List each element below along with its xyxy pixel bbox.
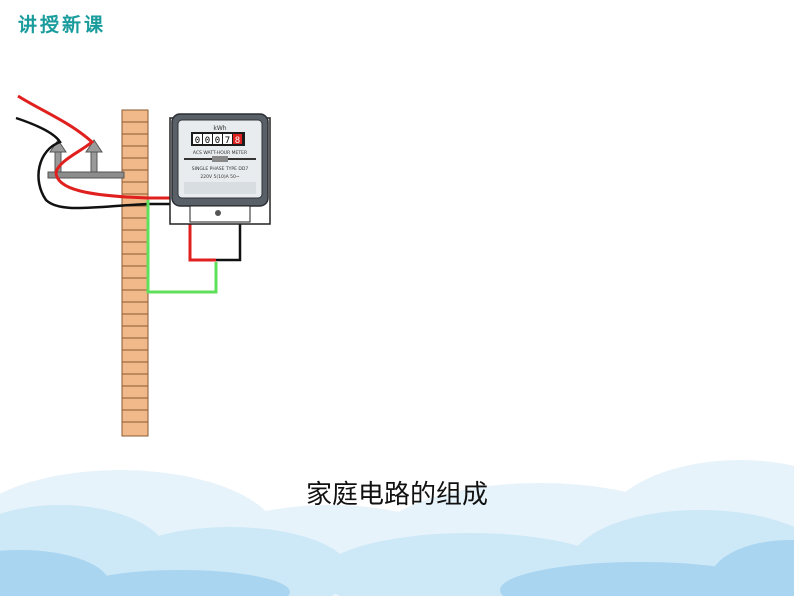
meter-nameplate-line: ACS WATT-HOUR METER	[193, 150, 247, 156]
meter-digit: 7	[225, 136, 230, 146]
meter-digit: 8	[235, 136, 240, 146]
meter-nameplate-line: 220V 5(10)A 50~	[200, 174, 239, 180]
meter-digit-row: 0 0 0 7 8	[193, 134, 242, 146]
meter-digit: 0	[205, 136, 210, 146]
neutral-wire	[15, 116, 242, 262]
electric-meter: kWh 0 0 0 7 8 ACS WATT-HOUR METER SINGLE…	[169, 113, 271, 225]
meter-nameplate-line: SINGLE PHASE TYPE DD7	[192, 166, 249, 172]
meter-digit: 0	[195, 136, 200, 146]
ground-wire	[146, 200, 218, 294]
live-wire	[17, 94, 216, 262]
brick-wall	[121, 109, 149, 437]
slide-caption: 家庭电路的组成	[305, 480, 488, 510]
meter-digit: 0	[215, 136, 220, 146]
insulator-bracket	[47, 139, 125, 179]
meter-unit-label: kWh	[213, 125, 226, 132]
header-title: 讲授新课	[18, 14, 107, 36]
